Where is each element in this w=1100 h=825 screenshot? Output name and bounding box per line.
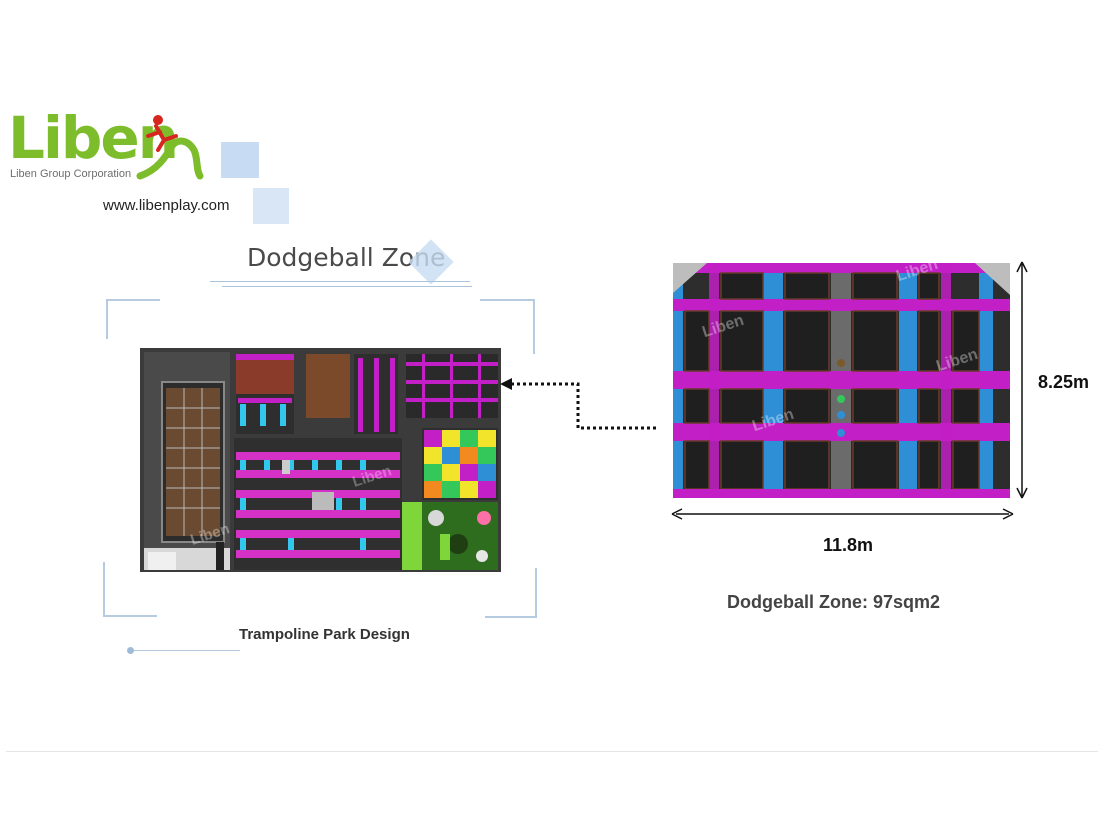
trampoline-park-plan — [140, 348, 501, 572]
frame-top-left-v — [106, 299, 108, 339]
logo-wordmark: Liben — [8, 104, 179, 172]
deco-square-1 — [221, 142, 259, 178]
caption-dot — [127, 647, 134, 654]
bottom-rule — [6, 751, 1098, 752]
frame-top-left-h — [106, 299, 160, 301]
title-underline-2 — [222, 286, 472, 287]
width-dimension-arrow — [671, 508, 1014, 520]
dodgeball-zone-image — [673, 263, 1010, 498]
frame-top-right-h — [480, 299, 534, 301]
caption-underline — [130, 650, 240, 651]
website-link[interactable]: www.libenplay.com — [103, 197, 230, 214]
plan-caption: Trampoline Park Design — [239, 626, 410, 643]
zone-caption: Dodgeball Zone: 97sqm2 — [727, 592, 941, 612]
dotted-arrow — [500, 378, 656, 430]
deco-square-2 — [253, 188, 289, 224]
frame-bottom-left-h — [103, 615, 157, 617]
width-label: 11.8m — [823, 535, 874, 555]
frame-bottom-right-v — [535, 568, 537, 618]
logo-tagline: Liben Group Corporation — [10, 168, 132, 180]
frame-top-right-v — [533, 299, 535, 354]
frame-bottom-right-h — [485, 616, 537, 618]
height-dimension-arrow — [1016, 261, 1028, 499]
logo-slide-figure-icon — [136, 115, 204, 180]
frame-bottom-left-v — [103, 562, 105, 617]
height-label: 8.25m — [1038, 372, 1090, 392]
title-underline-1 — [210, 281, 470, 282]
